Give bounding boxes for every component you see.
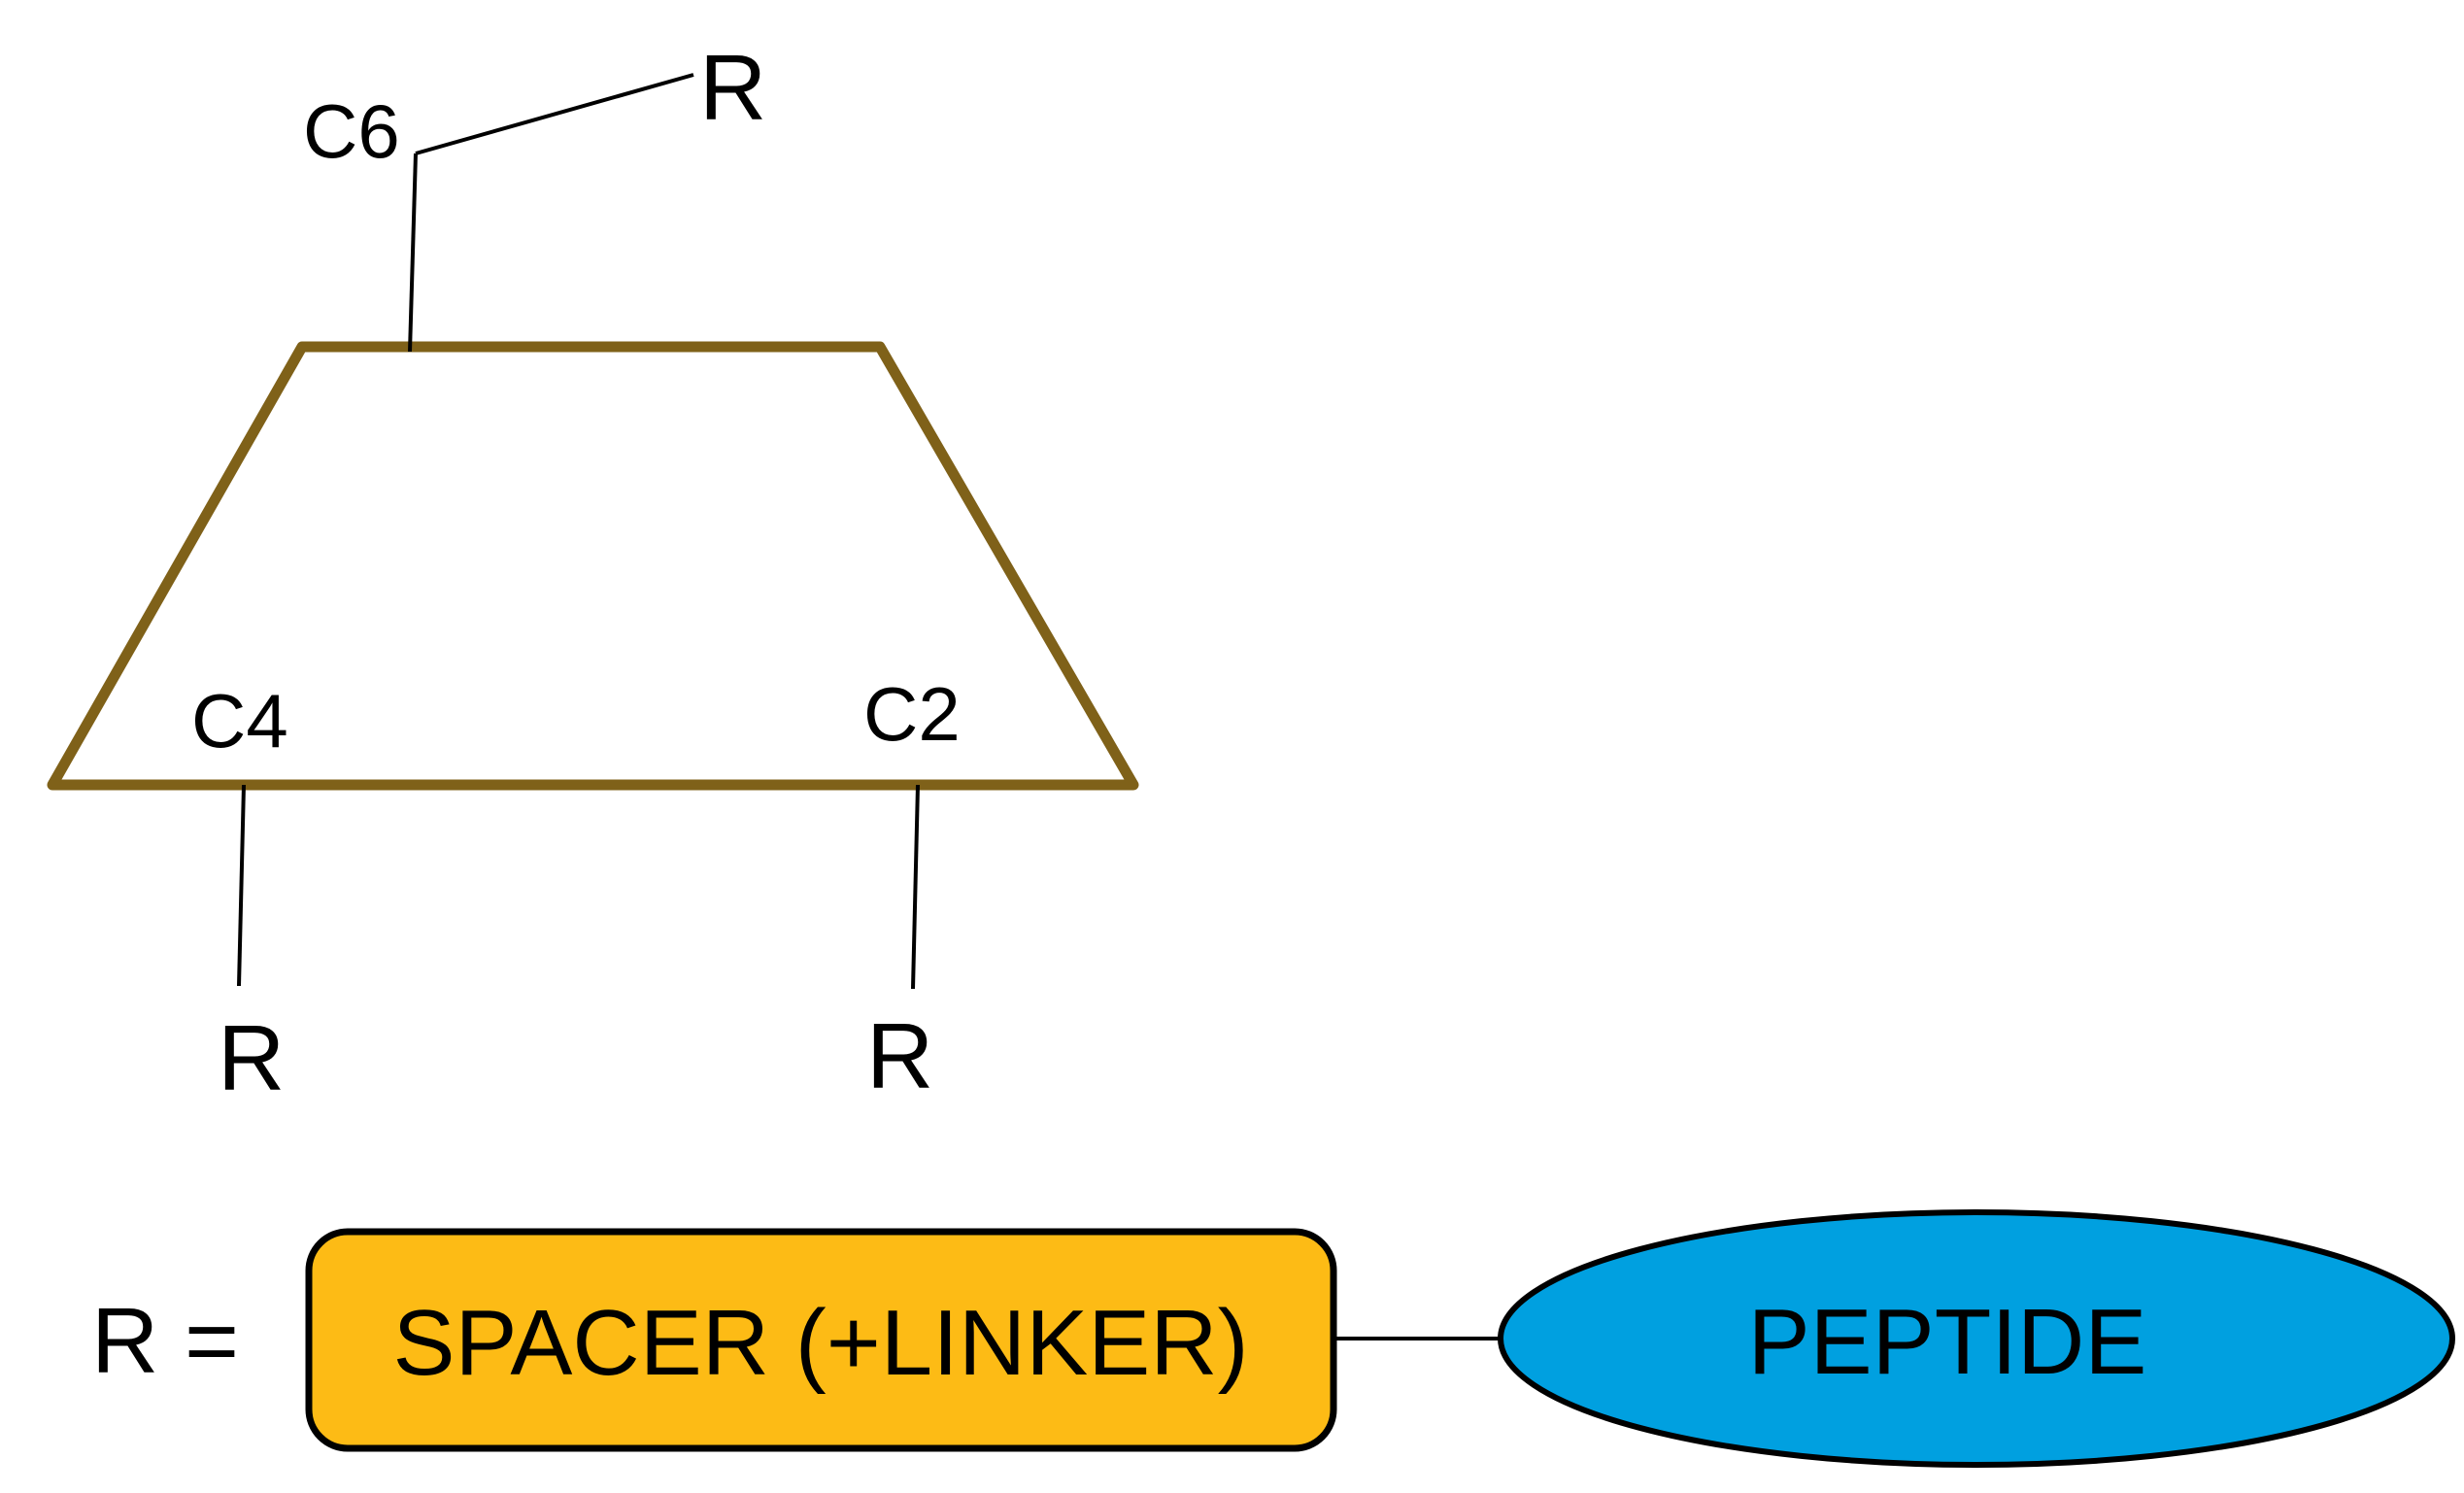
- r-equals-label: R =: [91, 1289, 239, 1393]
- c6-substituent-label: R: [699, 36, 766, 140]
- c6-bond-vertical: [408, 153, 418, 353]
- c6-bond-to-r: [415, 73, 694, 155]
- c2-label: C2: [863, 671, 961, 757]
- c2-bond: [911, 784, 920, 990]
- c4-substituent-label: R: [218, 1006, 285, 1110]
- c2-substituent-label: R: [866, 1004, 933, 1108]
- c4-label: C4: [191, 678, 288, 763]
- c6-label: C6: [303, 88, 400, 174]
- spacer-label: SPACER (+LINKER): [392, 1291, 1248, 1395]
- c4-bond: [237, 784, 246, 987]
- peptide-ellipse: [1498, 1209, 2455, 1468]
- peptide-label: PEPTIDE: [1748, 1290, 2147, 1394]
- sugar-ring-trapezoid: [47, 341, 1139, 791]
